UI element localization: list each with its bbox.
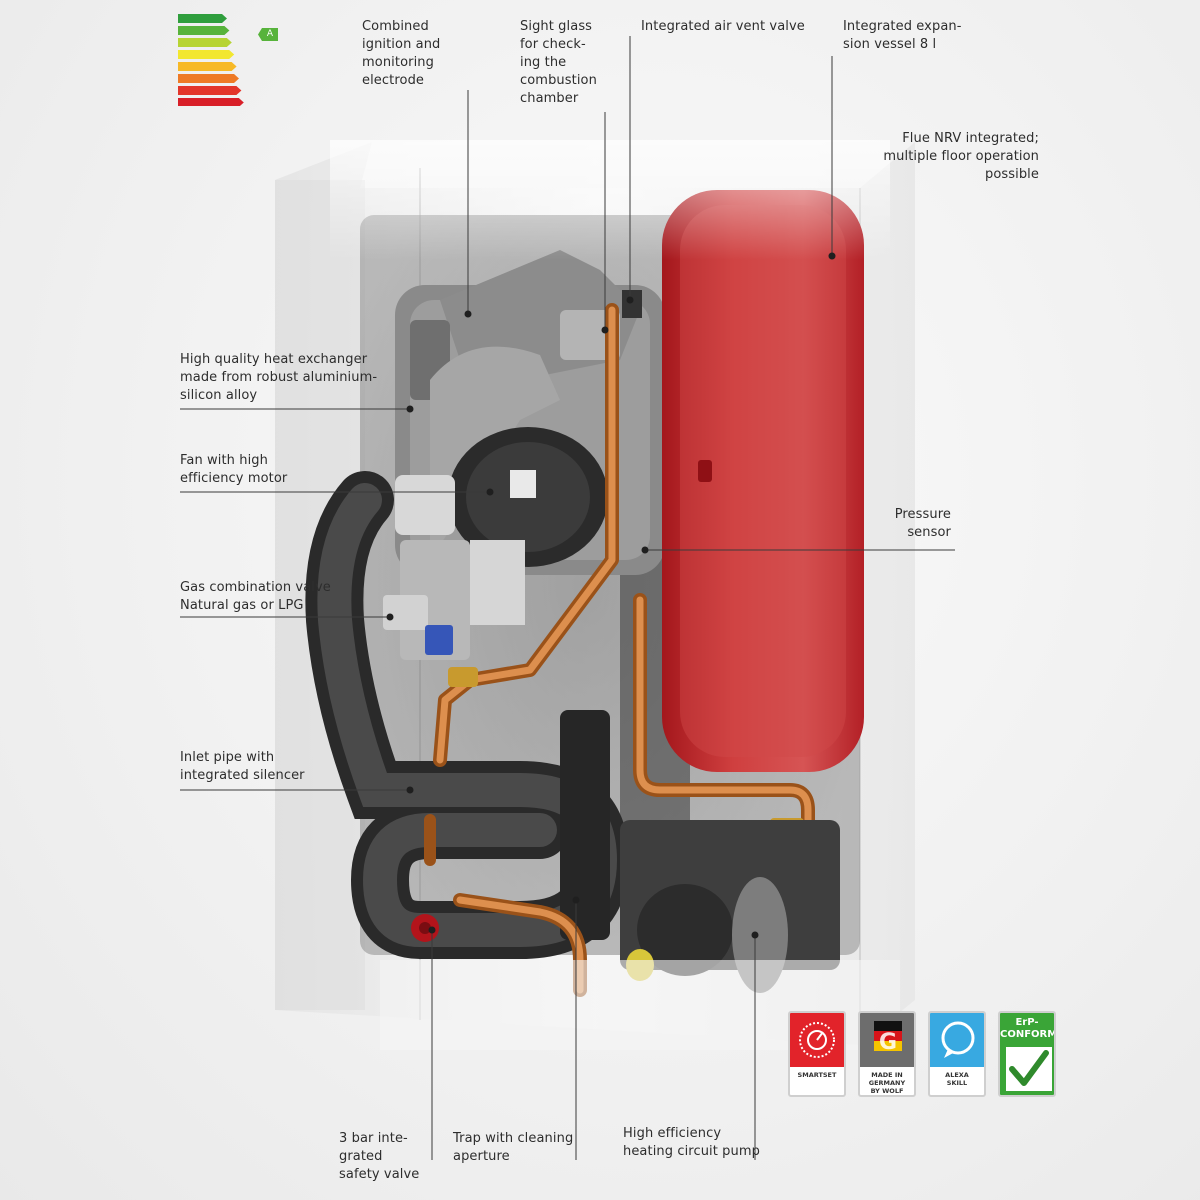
badge-germany-label: MADE IN GERMANY BY WOLF	[868, 1071, 906, 1095]
energy-efficiency-label	[178, 14, 278, 106]
label-ignition-electrode: Combined ignition and monitoring electro…	[362, 19, 441, 88]
energy-rating-arrow	[258, 28, 278, 41]
badge-alexa-label: ALEXA SKILL	[945, 1071, 969, 1087]
label-flue-nrv: Flue NRV integrated; multiple floor oper…	[883, 131, 1039, 182]
fan-housing	[395, 346, 608, 567]
energy-class-bar	[178, 74, 239, 83]
energy-class-bar	[178, 62, 237, 71]
leader-dots	[386, 252, 836, 939]
label-trap: Trap with cleaning aperture	[453, 1131, 574, 1164]
checkmark-icon	[1006, 1047, 1052, 1091]
energy-class-bar	[178, 98, 244, 106]
smartset-dial-icon	[799, 1022, 835, 1058]
svg-text:G: G	[879, 1030, 897, 1055]
label-expansion-vessel: Integrated expan- sion vessel 8 l	[843, 19, 962, 52]
germany-flag-icon: G	[874, 1021, 902, 1055]
energy-rating-letter: A	[266, 29, 274, 39]
label-pressure-sensor: Pressure sensor	[894, 507, 951, 540]
badge-alexa-skill: ALEXA SKILL	[928, 1011, 986, 1097]
label-air-vent-valve: Integrated air vent valve	[641, 19, 805, 34]
copper-pipes	[424, 290, 815, 997]
badge-smartset-panel	[790, 1013, 844, 1067]
expansion-vessel-shape	[662, 190, 864, 772]
badge-alexa-panel	[930, 1013, 984, 1067]
energy-class-bar	[178, 50, 235, 59]
badge-made-in-germany: G MADE IN GERMANY BY WOLF	[858, 1011, 916, 1097]
badge-erp-panel: ErP- CONFORM	[1000, 1013, 1056, 1095]
badge-erp-label: ErP- CONFORM	[1000, 1017, 1056, 1040]
speech-bubble-icon	[941, 1021, 975, 1058]
energy-class-bar	[178, 14, 227, 23]
label-gas-valve: Gas combination valve Natural gas or LPG	[180, 580, 331, 613]
label-heat-exchanger: High quality heat exchanger made from ro…	[180, 352, 378, 403]
label-inlet-pipe: Inlet pipe with integrated silencer	[180, 750, 305, 783]
gas-valve-block	[383, 540, 525, 660]
label-fan-motor: Fan with high efficiency motor	[180, 453, 288, 486]
inlet-silencer-pipe	[305, 471, 630, 959]
badge-smartset-label: SMARTSET	[797, 1071, 837, 1079]
energy-class-bar	[178, 26, 230, 35]
badge-germany-panel: G	[860, 1013, 914, 1067]
leader-lines	[180, 36, 955, 1160]
label-sight-glass: Sight glass for check- ing the combustio…	[520, 19, 597, 106]
badge-erp-conform: ErP- CONFORM	[998, 1011, 1056, 1097]
energy-class-bar	[178, 86, 242, 95]
energy-class-bar	[178, 38, 232, 47]
label-heating-pump: High efficiency heating circuit pump	[623, 1126, 760, 1159]
badge-smartset: SMARTSET	[788, 1011, 846, 1097]
label-safety-valve: 3 bar inte- grated safety valve	[339, 1131, 420, 1182]
